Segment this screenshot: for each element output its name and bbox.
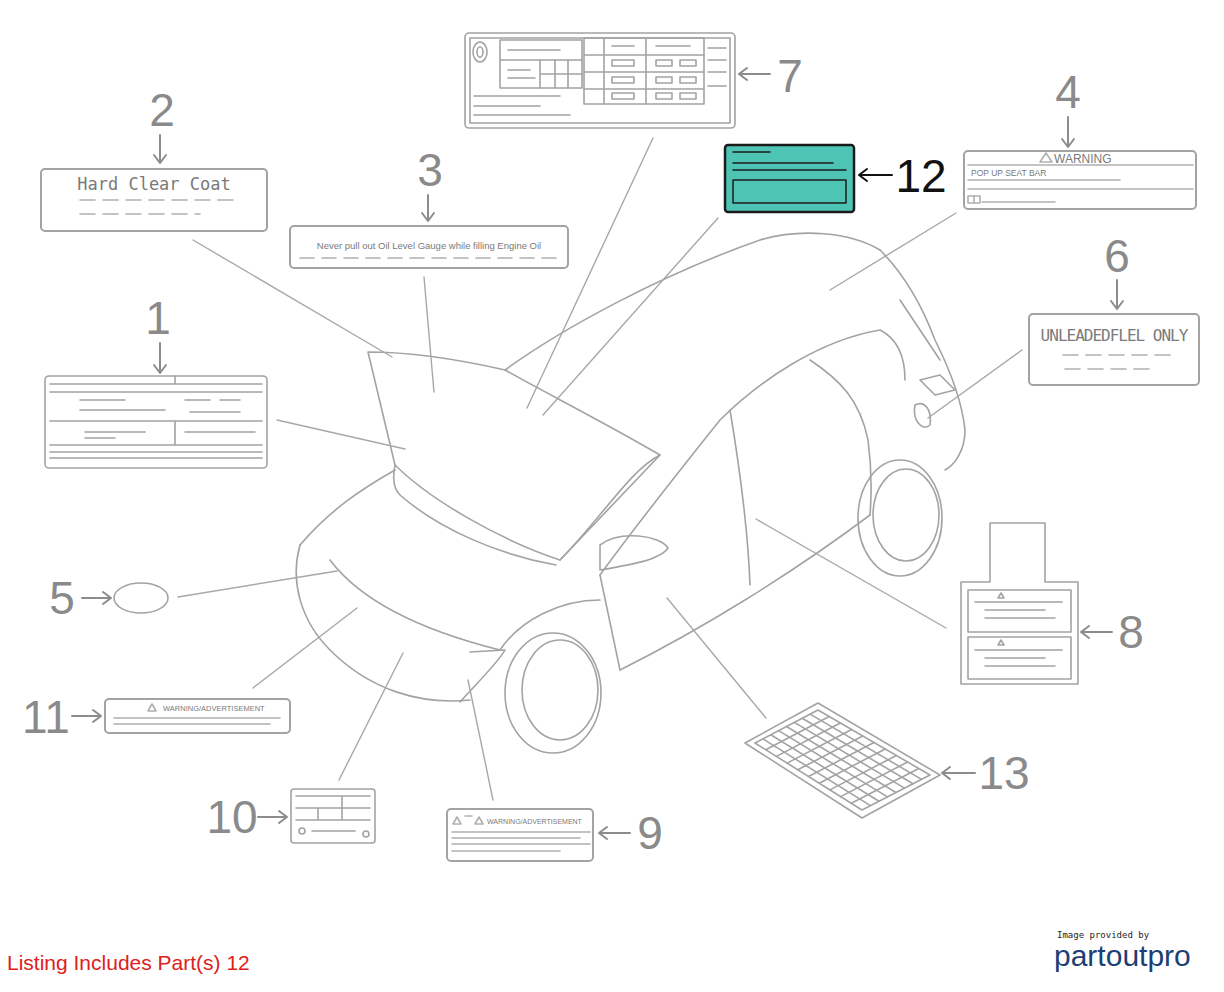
- label-box: UNLEADEDFLEL ONLY: [1028, 313, 1200, 386]
- label-text: POP UP SEAT BAR: [971, 169, 1046, 178]
- callout-number: 6: [1104, 233, 1130, 279]
- label-dashes: [80, 153, 1193, 851]
- warning-heading: WARNING: [1054, 153, 1112, 165]
- callout-number: 2: [149, 87, 175, 133]
- brand-logo: partoutpro: [1054, 941, 1191, 971]
- callout-number: 8: [1118, 609, 1144, 655]
- car-outline: [296, 233, 965, 753]
- part-12-label: [725, 145, 854, 212]
- callout-number: 7: [777, 53, 803, 99]
- callout-number: 10: [206, 794, 257, 840]
- callout-number: 1: [145, 295, 171, 341]
- callout-arrow: [859, 169, 892, 181]
- part-1-label: [45, 376, 267, 468]
- label-box: Hard Clear Coat: [40, 168, 268, 232]
- callout-number: 12: [895, 153, 946, 199]
- label-text: Hard Clear Coat: [77, 176, 231, 193]
- label-text: UNLEADEDFLEL ONLY: [1041, 328, 1188, 344]
- part-5-oval: [114, 583, 168, 613]
- label-text: Never pull out Oil Level Gauge while fil…: [317, 241, 541, 251]
- callout-number: 13: [978, 750, 1029, 796]
- label-text: WARNING/ADVERTISEMENT: [163, 705, 265, 713]
- listing-note: Listing Includes Part(s) 12: [7, 952, 250, 973]
- credit-text: Image provided by: [1057, 931, 1149, 940]
- callout-number: 4: [1055, 69, 1081, 115]
- callout-number: 9: [637, 810, 663, 856]
- warning-box: WARNING/ADVERTISEMENT: [446, 808, 594, 862]
- warning-box: WARNING POP UP SEAT BAR: [963, 150, 1197, 210]
- callout-number: 3: [417, 147, 443, 193]
- callout-arrows: [72, 68, 1123, 839]
- callout-number: 11: [22, 694, 70, 740]
- part-13-mat: [745, 703, 940, 818]
- part-10-label: [291, 789, 375, 843]
- label-text: WARNING/ADVERTISEMENT: [487, 818, 582, 825]
- part-7-label: [465, 33, 735, 128]
- warning-box: WARNING/ADVERTISEMENT: [104, 698, 291, 734]
- callout-number: 5: [49, 575, 75, 621]
- leader-lines: [178, 138, 1022, 800]
- part-8-label: [961, 523, 1078, 684]
- label-box: Never pull out Oil Level Gauge while fil…: [289, 225, 569, 269]
